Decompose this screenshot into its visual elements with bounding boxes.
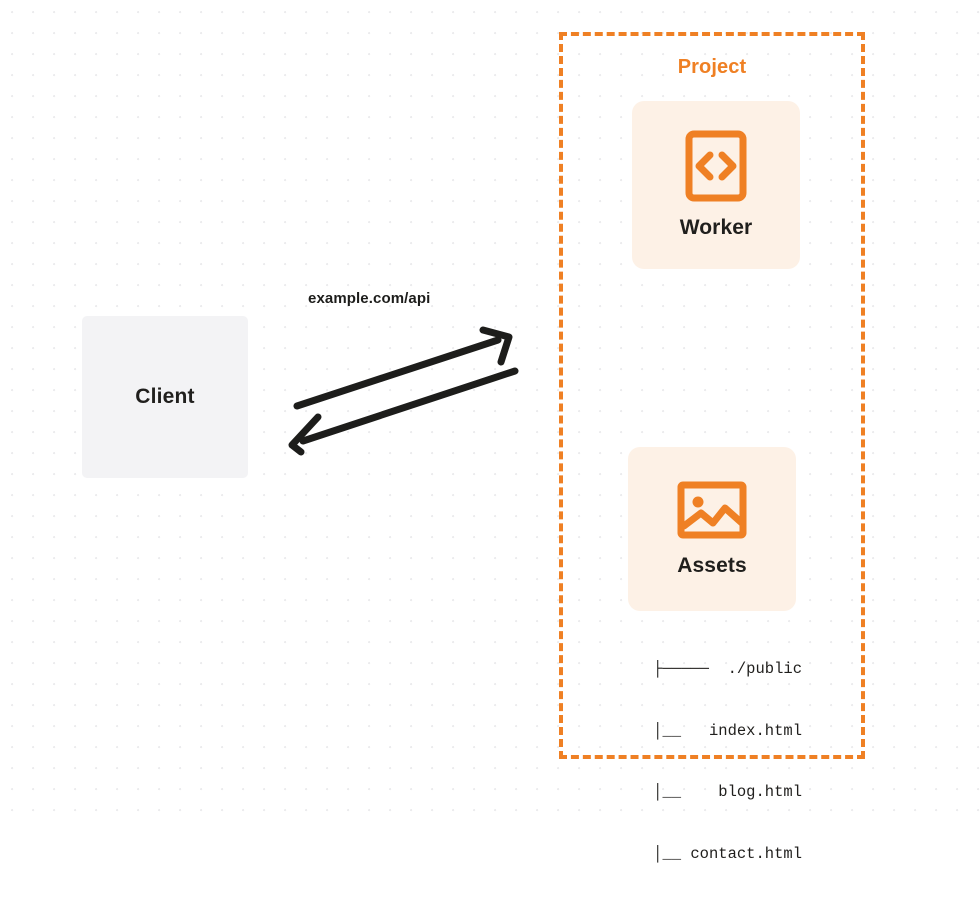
request-arrow bbox=[293, 326, 513, 410]
assets-node[interactable]: Assets bbox=[628, 447, 796, 611]
worker-label: Worker bbox=[679, 216, 753, 239]
assets-file-tree: ├───── ./public │__ index.html │__ blog.… bbox=[606, 618, 802, 905]
worker-node[interactable]: Worker bbox=[632, 101, 800, 269]
file-tree-row: │__ index.html bbox=[634, 721, 802, 740]
file-tree-row: │__ contact.html bbox=[634, 844, 802, 863]
client-node[interactable]: Client bbox=[82, 316, 248, 478]
file-tree-row: │__ blog.html bbox=[634, 783, 802, 801]
client-label: Client bbox=[135, 385, 195, 408]
file-tree-row: ├───── ./public bbox=[653, 660, 802, 678]
project-title-wrap: Project bbox=[563, 56, 861, 78]
image-icon bbox=[677, 480, 747, 540]
response-arrow bbox=[288, 367, 519, 456]
diagram-canvas: example.com/api Client Project Worker bbox=[0, 0, 980, 863]
code-brackets-icon bbox=[685, 130, 747, 202]
assets-label: Assets bbox=[677, 554, 747, 577]
connection-label: example.com/api bbox=[308, 290, 431, 307]
project-title: Project bbox=[671, 56, 753, 78]
